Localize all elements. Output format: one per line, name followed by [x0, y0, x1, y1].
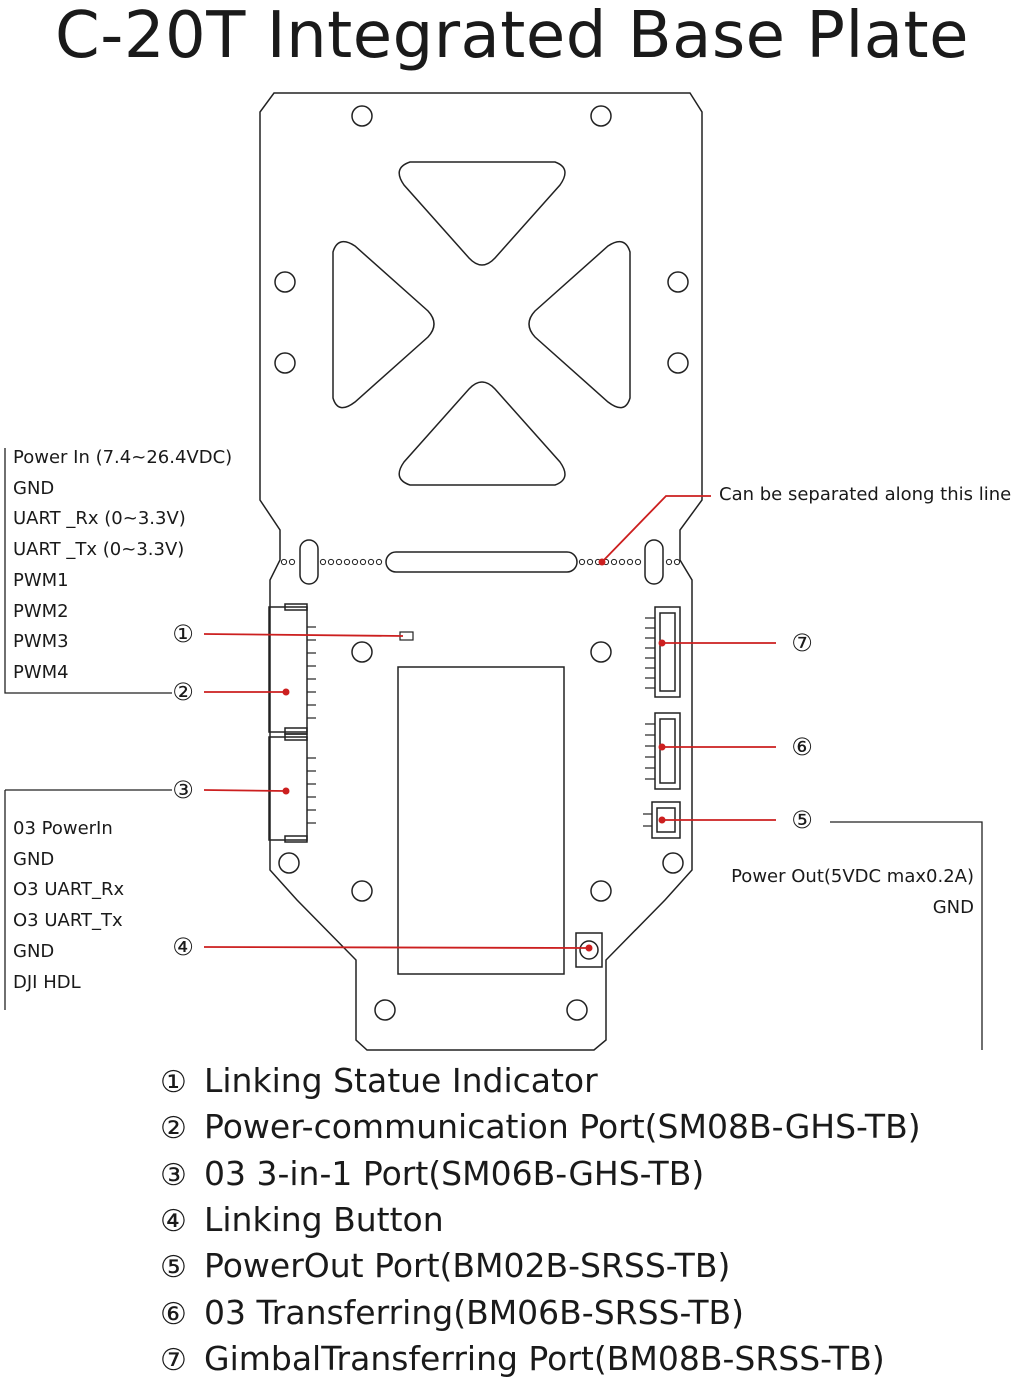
legend-item: ③ 03 3-in-1 Port(SM06B-GHS-TB) — [160, 1153, 705, 1195]
port5-bracket — [830, 821, 983, 1050]
leader-1 — [203, 633, 404, 637]
mount-hole — [667, 352, 689, 374]
mount-hole — [274, 352, 296, 374]
port6-connector — [654, 712, 681, 790]
legend-text: GimbalTransferring Port(BM08B-SRSS-TB) — [204, 1338, 885, 1378]
port2-pin-label: Power In (7.4~26.4VDC) — [13, 447, 233, 468]
port3-pin-label: 03 PowerIn — [13, 818, 113, 839]
module-area — [397, 666, 565, 975]
marker-6: ⑥ — [791, 733, 813, 761]
port3-pin-label: GND — [13, 848, 55, 870]
legend-item: ⑤ PowerOut Port(BM02B-SRSS-TB) — [160, 1247, 730, 1287]
cutout-right — [528, 240, 631, 409]
marker-2: ② — [172, 678, 194, 706]
port5-pin-gnd: GND — [932, 897, 974, 918]
mount-hole — [667, 271, 689, 293]
marker-7: ⑦ — [791, 629, 813, 657]
separation-slot-right — [644, 539, 664, 585]
port3-pin-label: O3 UART_Tx — [13, 910, 123, 932]
cutout-bottom — [398, 381, 566, 486]
legend-number: ③ — [160, 1157, 187, 1193]
legend-number: ② — [160, 1111, 187, 1147]
perforation-dots — [280, 558, 681, 566]
port3-pin-label: O3 UART_Rx — [13, 879, 125, 901]
leader-separation — [601, 495, 711, 563]
mount-hole — [351, 880, 373, 902]
mount-hole — [590, 641, 612, 663]
port2-pin-label: PWM2 — [13, 600, 69, 622]
port3-pin-label: GND — [13, 940, 55, 962]
port7-connector — [654, 606, 681, 698]
mount-hole — [278, 852, 300, 874]
separation-slot-left — [299, 539, 319, 585]
legend-item: ② Power-communication Port(SM08B-GHS-TB) — [160, 1108, 921, 1148]
legend-item: ⑦ GimbalTransferring Port(BM08B-SRSS-TB) — [160, 1338, 885, 1380]
port5-pin-power: Power Out(5VDC max0.2A) — [731, 866, 974, 887]
leader-4 — [203, 946, 590, 949]
separation-note: Can be separated along this line — [719, 484, 1012, 505]
port2-connector — [268, 606, 308, 733]
legend-number: ④ — [160, 1203, 187, 1239]
port2-pin-label: UART _Rx (0~3.3V) — [13, 508, 186, 530]
mount-hole — [351, 105, 373, 127]
legend-text: PowerOut Port(BM02B-SRSS-TB) — [204, 1246, 731, 1286]
port2-pin-label: PWM3 — [13, 631, 69, 653]
port2-pin-label: PWM4 — [13, 661, 69, 683]
legend-number: ⑥ — [160, 1296, 187, 1332]
mount-hole — [566, 999, 588, 1021]
legend-number: ⑤ — [160, 1250, 187, 1286]
port2-pin-label: UART _Tx (0~3.3V) — [13, 539, 185, 561]
mount-hole — [662, 852, 684, 874]
port2-pin-label: GND — [13, 477, 55, 499]
port3-connector — [268, 736, 308, 841]
legend-number: ⑦ — [160, 1342, 187, 1378]
legend-item: ① Linking Statue Indicator — [160, 1062, 598, 1102]
marker-1: ① — [172, 620, 194, 648]
board-outline — [259, 92, 703, 1051]
mount-hole — [590, 105, 612, 127]
port3-pin-label: DJI HDL — [13, 971, 81, 993]
legend-text: 03 Transferring(BM06B-SRSS-TB) — [204, 1292, 745, 1332]
legend-text: Linking Statue Indicator — [204, 1061, 598, 1100]
cutout-left — [332, 240, 435, 409]
linking-button — [575, 932, 603, 968]
cutout-top — [398, 161, 566, 266]
legend-text: Linking Button — [204, 1199, 444, 1239]
legend-text: 03 3-in-1 Port(SM06B-GHS-TB) — [204, 1153, 705, 1193]
mount-hole — [374, 999, 396, 1021]
separation-slot-center — [385, 551, 578, 573]
legend-item: ④ Linking Button — [160, 1199, 444, 1241]
legend-text: Power-communication Port(SM08B-GHS-TB) — [204, 1107, 921, 1147]
mount-hole — [274, 271, 296, 293]
mount-hole — [351, 641, 373, 663]
port2-pin-label: PWM1 — [13, 569, 69, 591]
marker-4: ④ — [172, 933, 194, 961]
marker-5: ⑤ — [791, 806, 813, 834]
legend-number: ① — [160, 1065, 187, 1100]
port2-bracket — [4, 448, 172, 694]
leader-3 — [203, 789, 287, 792]
legend-item: ⑥ 03 Transferring(BM06B-SRSS-TB) — [160, 1292, 745, 1334]
base-plate-diagram — [4, 92, 983, 1051]
page-title: C-20T Integrated Base Plate — [55, 0, 969, 73]
marker-3: ③ — [172, 776, 194, 804]
mount-hole — [590, 880, 612, 902]
